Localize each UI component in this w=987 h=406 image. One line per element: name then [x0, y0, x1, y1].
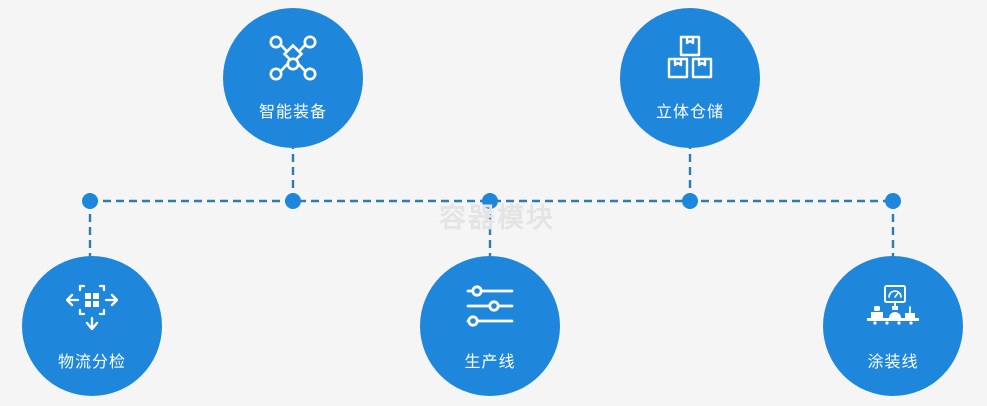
stacked-boxes-icon	[662, 32, 718, 84]
node-smart-equipment[interactable]: 智能装备	[223, 8, 363, 148]
node-painting-line[interactable]: 涂装线	[823, 256, 963, 396]
junction-dot-painting-line[interactable]	[885, 193, 901, 209]
watermark-text: 容器模块	[439, 203, 555, 233]
junction-dot-stereoscopic-warehouse[interactable]	[682, 193, 698, 209]
node-label: 物流分检	[57, 354, 126, 371]
node-production-line[interactable]: 生产线	[420, 256, 560, 396]
junction-dot-logistics-sorting[interactable]	[82, 193, 98, 209]
node-label: 智能装备	[258, 104, 327, 121]
painting-machine-icon	[865, 280, 921, 332]
network-nodes-icon	[265, 32, 321, 84]
node-logistics-sorting[interactable]: 物流分检	[22, 256, 162, 396]
sliders-icon	[462, 280, 518, 332]
node-label: 立体仓储	[655, 104, 724, 121]
node-label: 生产线	[464, 354, 516, 371]
node-label: 涂装线	[867, 354, 919, 371]
node-stereoscopic-warehouse[interactable]: 立体仓储	[620, 8, 760, 148]
junction-dot-smart-equipment[interactable]	[285, 193, 301, 209]
sorting-arrows-icon	[64, 280, 120, 332]
